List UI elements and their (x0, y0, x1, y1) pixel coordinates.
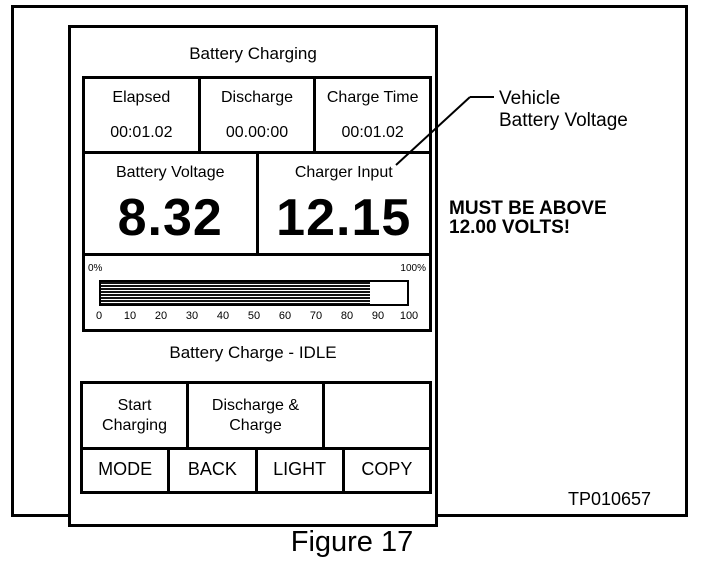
callout-text: Vehicle Battery Voltage (499, 88, 628, 131)
back-button[interactable]: BACK (170, 447, 258, 491)
progress-max-label: 100% (400, 263, 426, 274)
scale-tick-label: 40 (216, 310, 230, 322)
charge-time-value: 00:01.02 (341, 124, 404, 141)
voltage-warning: MUST BE ABOVE 12.00 VOLTS! (449, 199, 607, 237)
scale-tick-label: 90 (371, 310, 385, 322)
charger-screen: Battery Charging Elapsed 00:01.02 Discha… (68, 25, 438, 527)
charge-time-cell: Charge Time 00:01.02 (316, 79, 429, 151)
scale-tick-label: 80 (340, 310, 354, 322)
battery-voltage-value: 8.32 (117, 189, 223, 247)
charge-status: Battery Charge - IDLE (169, 343, 337, 362)
mode-button[interactable]: MODE (83, 447, 171, 491)
start-charging-button[interactable]: Start Charging (83, 384, 189, 447)
timer-row: Elapsed 00:01.02 Discharge 00.00:00 Char… (82, 76, 432, 154)
copy-button[interactable]: COPY (361, 458, 413, 479)
progress-min-label: 0% (88, 263, 103, 274)
soft-key-row: MODE BACK LIGHT COPY (83, 447, 429, 491)
scale-tick-label: 100 (399, 310, 419, 322)
scale-tick-label: 0 (95, 310, 103, 322)
scale-tick-label: 50 (247, 310, 261, 322)
elapsed-value: 00:01.02 (110, 124, 173, 141)
progress-fill (101, 282, 371, 304)
scale-tick-label: 30 (185, 310, 199, 322)
scale-tick-label: 10 (123, 310, 137, 322)
discharge-charge-label: Discharge & Charge (211, 396, 300, 434)
elapsed-label: Elapsed (112, 89, 171, 106)
battery-voltage-cell: Battery Voltage 8.32 (85, 154, 259, 253)
reference-code: TP010657 (568, 489, 652, 509)
vehicle-voltage-callout: Vehicle Battery Voltage (499, 88, 628, 132)
control-panel: Start Charging Discharge & Charge MODE B… (80, 381, 432, 494)
discharge-label: Discharge (220, 89, 294, 106)
discharge-cell: Discharge 00.00:00 (201, 79, 317, 151)
elapsed-cell: Elapsed 00:01.02 (85, 79, 201, 151)
charger-input-label: Charger Input (294, 164, 393, 181)
charge-time-label: Charge Time (326, 89, 419, 106)
charger-input-cell: Charger Input 12.15 (259, 154, 430, 253)
discharge-value: 00.00:00 (225, 124, 289, 141)
voltage-row: Battery Voltage 8.32 Charger Input 12.15 (82, 154, 432, 256)
scale-tick-label: 60 (278, 310, 292, 322)
charger-input-value: 12.15 (276, 189, 412, 247)
charge-progress-panel: 0% 100% 0 10 20 30 40 50 60 70 80 90 100 (82, 256, 432, 332)
battery-voltage-label: Battery Voltage (115, 164, 225, 181)
warning-line-1: MUST BE ABOVE (449, 198, 607, 219)
scale-tick-label: 70 (309, 310, 323, 322)
light-button[interactable]: LIGHT (258, 447, 345, 491)
figure-caption: Figure 17 (290, 526, 414, 558)
progress-bar (99, 280, 409, 306)
scale-tick-label: 20 (154, 310, 168, 322)
progress-scale: 0 10 20 30 40 50 60 70 80 90 100 (95, 310, 418, 324)
start-charging-label: Start Charging (102, 396, 167, 434)
screen-title: Battery Charging (189, 44, 317, 63)
discharge-charge-button[interactable]: Discharge & Charge (189, 384, 325, 447)
warning-line-2: 12.00 VOLTS! (449, 217, 571, 238)
